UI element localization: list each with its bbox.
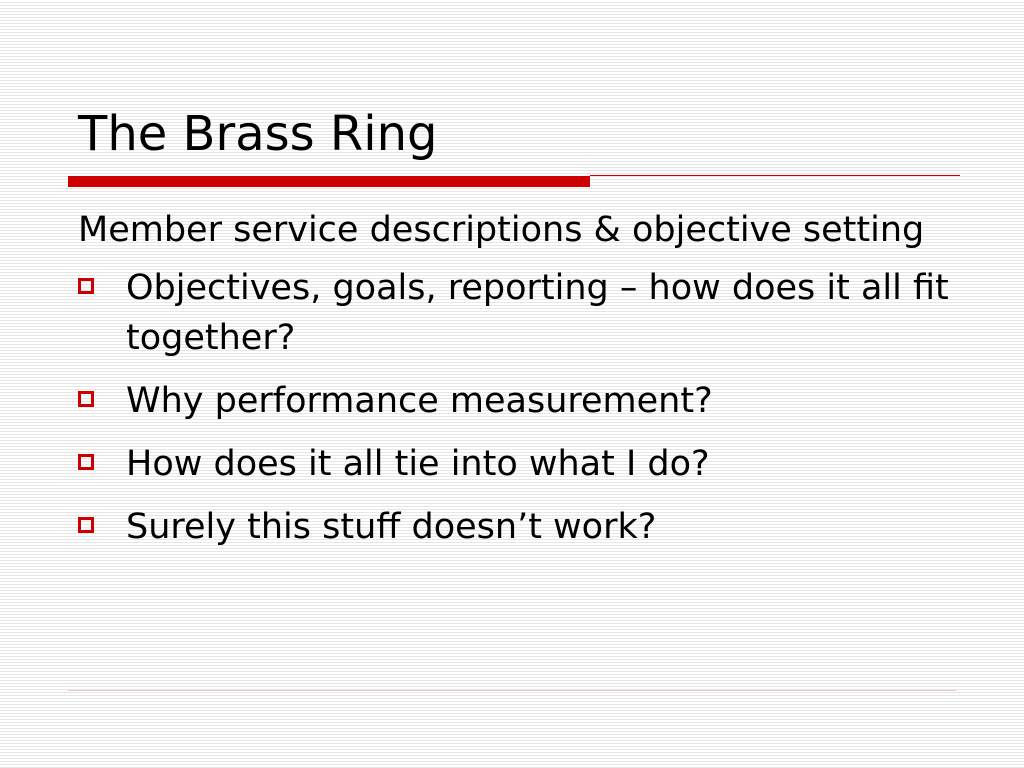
slide-title: The Brass Ring <box>78 106 438 162</box>
bullet-item: Why performance measurement? <box>78 376 958 426</box>
footer-divider <box>68 690 956 691</box>
slide-content: Member service descriptions & objective … <box>78 205 958 565</box>
bullet-item: How does it all tie into what I do? <box>78 439 958 489</box>
bullet-text: Why performance measurement? <box>126 381 713 421</box>
title-underline-thick <box>68 176 590 187</box>
hollow-square-icon <box>78 454 94 470</box>
bullet-text: How does it all tie into what I do? <box>126 444 710 484</box>
hollow-square-icon <box>78 517 94 533</box>
lead-text: Member service descriptions & objective … <box>78 210 925 250</box>
bullet-text: Objectives, goals, reporting – how does … <box>126 268 949 358</box>
bullet-item: Surely this stuff doesn’t work? <box>78 502 958 552</box>
hollow-square-icon <box>78 391 94 407</box>
hollow-square-icon <box>78 278 94 294</box>
title-underline-thin <box>590 175 960 176</box>
bullet-item: Objectives, goals, reporting – how does … <box>78 263 958 363</box>
bullet-text: Surely this stuff doesn’t work? <box>126 507 657 547</box>
bullet-list: Objectives, goals, reporting – how does … <box>78 263 958 552</box>
